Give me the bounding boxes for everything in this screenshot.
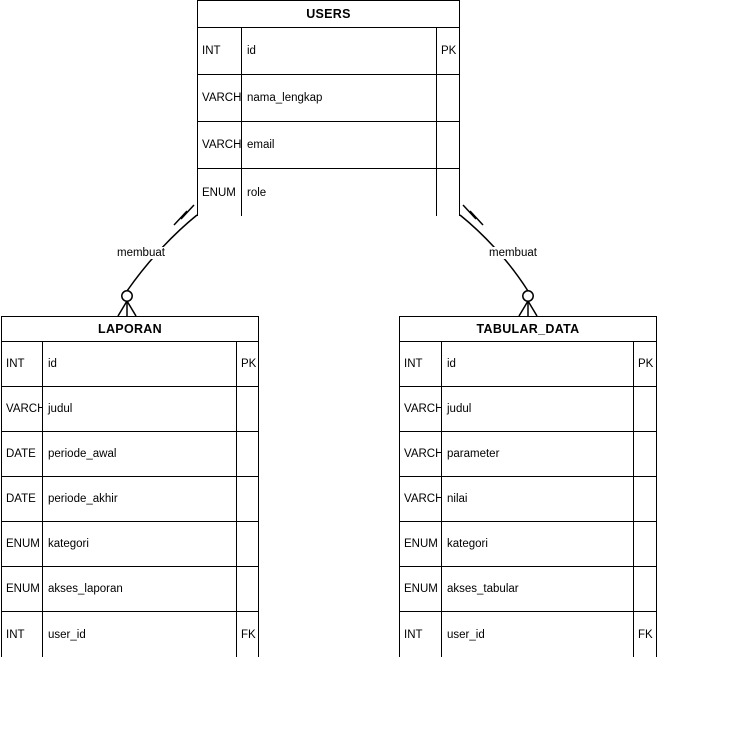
attribute-name: email xyxy=(242,122,437,168)
attribute-name: parameter xyxy=(442,432,634,476)
attribute-name: id xyxy=(43,342,237,386)
attribute-key xyxy=(634,477,656,521)
attribute-key xyxy=(634,567,656,611)
attribute-type: ENUM xyxy=(2,522,43,566)
attribute-name: user_id xyxy=(442,612,634,657)
attribute-row[interactable]: ENUM akses_laporan xyxy=(2,567,258,612)
relationship-label-membuat-tabular: membuat xyxy=(488,247,538,259)
relationship-users-tabular xyxy=(459,204,538,317)
attribute-type: DATE xyxy=(2,477,43,521)
attribute-key xyxy=(634,432,656,476)
cardinality-one-tick-a-left xyxy=(180,204,195,220)
crowsfoot-prong-left-3 xyxy=(126,300,137,317)
attribute-type: INT xyxy=(400,342,442,386)
entity-title-tabular-data: TABULAR_DATA xyxy=(400,317,656,342)
attribute-type: VARCH xyxy=(198,122,242,168)
attribute-row[interactable]: VARCH nama_lengkap xyxy=(198,75,459,122)
attribute-name: judul xyxy=(442,387,634,431)
attribute-name: akses_laporan xyxy=(43,567,237,611)
attribute-key: PK xyxy=(441,45,457,57)
cardinality-zero-circle-right xyxy=(522,290,534,302)
attribute-key xyxy=(634,522,656,566)
attribute-key xyxy=(634,387,656,431)
attribute-key xyxy=(437,169,459,216)
attribute-name: id xyxy=(242,28,437,74)
attribute-row[interactable]: VARCH judul xyxy=(400,387,656,432)
attribute-type: VARCH xyxy=(400,387,442,431)
attribute-key xyxy=(237,432,258,476)
attribute-key: FK xyxy=(241,628,256,641)
attribute-key xyxy=(237,477,258,521)
attribute-name: judul xyxy=(43,387,237,431)
crowsfoot-prong-right-1 xyxy=(518,300,529,317)
attribute-row[interactable]: INT id PK xyxy=(198,28,459,75)
attribute-row[interactable]: ENUM role xyxy=(198,169,459,216)
attribute-type: VARCH xyxy=(2,387,43,431)
attribute-name: kategori xyxy=(43,522,237,566)
attribute-row[interactable]: VARCH email xyxy=(198,122,459,169)
entity-tabular-data[interactable]: TABULAR_DATA INT id PK VARCH judul VARCH… xyxy=(399,316,657,657)
crowsfoot-prong-left-1 xyxy=(117,300,128,317)
entity-title-users: USERS xyxy=(198,1,459,28)
attribute-type: ENUM xyxy=(198,169,242,216)
attribute-type: VARCH xyxy=(400,432,442,476)
attribute-key xyxy=(437,75,459,121)
attribute-row[interactable]: INT user_id FK xyxy=(400,612,656,657)
entity-laporan[interactable]: LAPORAN INT id PK VARCH judul DATE perio… xyxy=(1,316,259,657)
relationship-users-laporan xyxy=(117,204,198,317)
entity-title-laporan: LAPORAN xyxy=(2,317,258,342)
attribute-type: INT xyxy=(2,612,43,657)
attribute-name: id xyxy=(442,342,634,386)
attribute-row[interactable]: VARCH parameter xyxy=(400,432,656,477)
attribute-name: kategori xyxy=(442,522,634,566)
attribute-row[interactable]: INT id PK xyxy=(2,342,258,387)
attribute-type: DATE xyxy=(2,432,43,476)
attribute-type: INT xyxy=(400,612,442,657)
entity-users[interactable]: USERS INT id PK VARCH nama_lengkap VARCH… xyxy=(197,0,460,216)
attribute-key xyxy=(237,387,258,431)
attribute-name: nilai xyxy=(442,477,634,521)
attribute-type: VARCH xyxy=(400,477,442,521)
attribute-key xyxy=(437,122,459,168)
crowsfoot-prong-right-3 xyxy=(527,300,538,317)
attribute-name: periode_akhir xyxy=(43,477,237,521)
attribute-row[interactable]: ENUM kategori xyxy=(2,522,258,567)
attribute-row[interactable]: DATE periode_awal xyxy=(2,432,258,477)
attribute-name: periode_awal xyxy=(43,432,237,476)
attribute-type: VARCH xyxy=(198,75,242,121)
attribute-row[interactable]: ENUM kategori xyxy=(400,522,656,567)
cardinality-one-tick-b-right xyxy=(469,210,484,226)
attribute-row[interactable]: DATE periode_akhir xyxy=(2,477,258,522)
cardinality-one-tick-a-right xyxy=(462,204,477,220)
attribute-name: role xyxy=(242,169,437,216)
attribute-row[interactable]: VARCH nilai xyxy=(400,477,656,522)
attribute-type: ENUM xyxy=(400,522,442,566)
attribute-row[interactable]: INT id PK xyxy=(400,342,656,387)
attribute-key xyxy=(237,522,258,566)
attribute-type: ENUM xyxy=(400,567,442,611)
attribute-name: user_id xyxy=(43,612,237,657)
relationship-label-membuat-laporan: membuat xyxy=(116,247,166,259)
cardinality-one-tick-b-left xyxy=(173,210,188,226)
attribute-name: nama_lengkap xyxy=(242,75,437,121)
attribute-key: PK xyxy=(638,358,654,370)
attribute-row[interactable]: ENUM akses_tabular xyxy=(400,567,656,612)
attribute-key: PK xyxy=(241,358,257,370)
attribute-name: akses_tabular xyxy=(442,567,634,611)
attribute-type: ENUM xyxy=(2,567,43,611)
attribute-type: INT xyxy=(2,342,43,386)
attribute-row[interactable]: INT user_id FK xyxy=(2,612,258,657)
attribute-key: FK xyxy=(638,628,653,641)
attribute-type: INT xyxy=(198,28,242,74)
cardinality-zero-circle-left xyxy=(121,290,133,302)
attribute-key xyxy=(237,567,258,611)
attribute-row[interactable]: VARCH judul xyxy=(2,387,258,432)
